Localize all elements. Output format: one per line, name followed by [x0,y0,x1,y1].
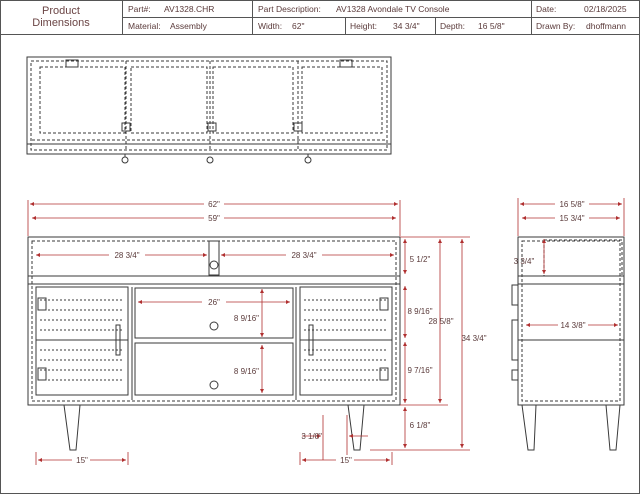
date-value: 02/18/2025 [584,4,627,14]
date-label: Date: [536,4,557,14]
drawn-by-value: dhoffmann [586,21,627,31]
height-label: Height: [350,21,377,31]
top-shelf-height-label: 5 1/2" [410,255,431,264]
upper-drawer-height-label: 8 9/16" [234,314,259,323]
top-left-compartment-label: 28 3/4" [114,251,139,260]
description-value: AV1328 Avondale TV Console [336,4,450,14]
inner-depth-label: 15 3/4" [559,214,584,223]
center-width-label: 26" [208,298,220,307]
body-height-label: 28 5/8" [428,317,453,326]
material-value: Assembly [170,21,207,31]
right-door-width-label: 15" [340,456,352,465]
description-label: Part Description: [258,4,321,14]
overall-depth-label: 16 5/8" [559,200,584,209]
top-view [26,56,392,164]
leg-inset-label: 3 1/8" [301,432,322,441]
side-top-height-label: 3 3/4" [514,257,535,266]
top-right-compartment-label: 28 3/4" [291,251,316,260]
front-view [27,236,401,451]
part-label: Part#: [128,4,151,14]
width-value: 62" [292,21,305,31]
overall-height-label: 34 3/4" [461,334,486,343]
door-upper-height-label: 8 9/16" [407,307,432,316]
material-label: Material: [128,21,161,31]
top-width-label: 59" [208,214,220,223]
height-value: 34 3/4" [393,21,420,31]
title-line-2: Dimensions [32,17,90,29]
dimension-lines [27,198,625,465]
depth-value: 16 5/8" [478,21,505,31]
dimension-labels: 62" 59" 28 3/4" 28 3/4" 26" 8 9/16" 8 9/… [72,198,589,465]
document-title: Product Dimensions [0,0,122,34]
overall-width-label: 62" [208,200,220,209]
title-line-1: Product [42,5,80,17]
width-label: Width: [258,21,283,31]
shelf-depth-label: 14 3/8" [560,321,585,330]
drawn-by-label: Drawn By: [536,21,576,31]
door-lower-height-label: 9 7/16" [407,366,432,375]
side-view [511,236,625,451]
leg-height-label: 6 1/8" [410,421,431,430]
lower-drawer-height-label: 8 9/16" [234,367,259,376]
depth-label: Depth: [440,21,466,31]
left-door-width-label: 15" [76,456,88,465]
part-value: AV1328.CHR [164,4,215,14]
